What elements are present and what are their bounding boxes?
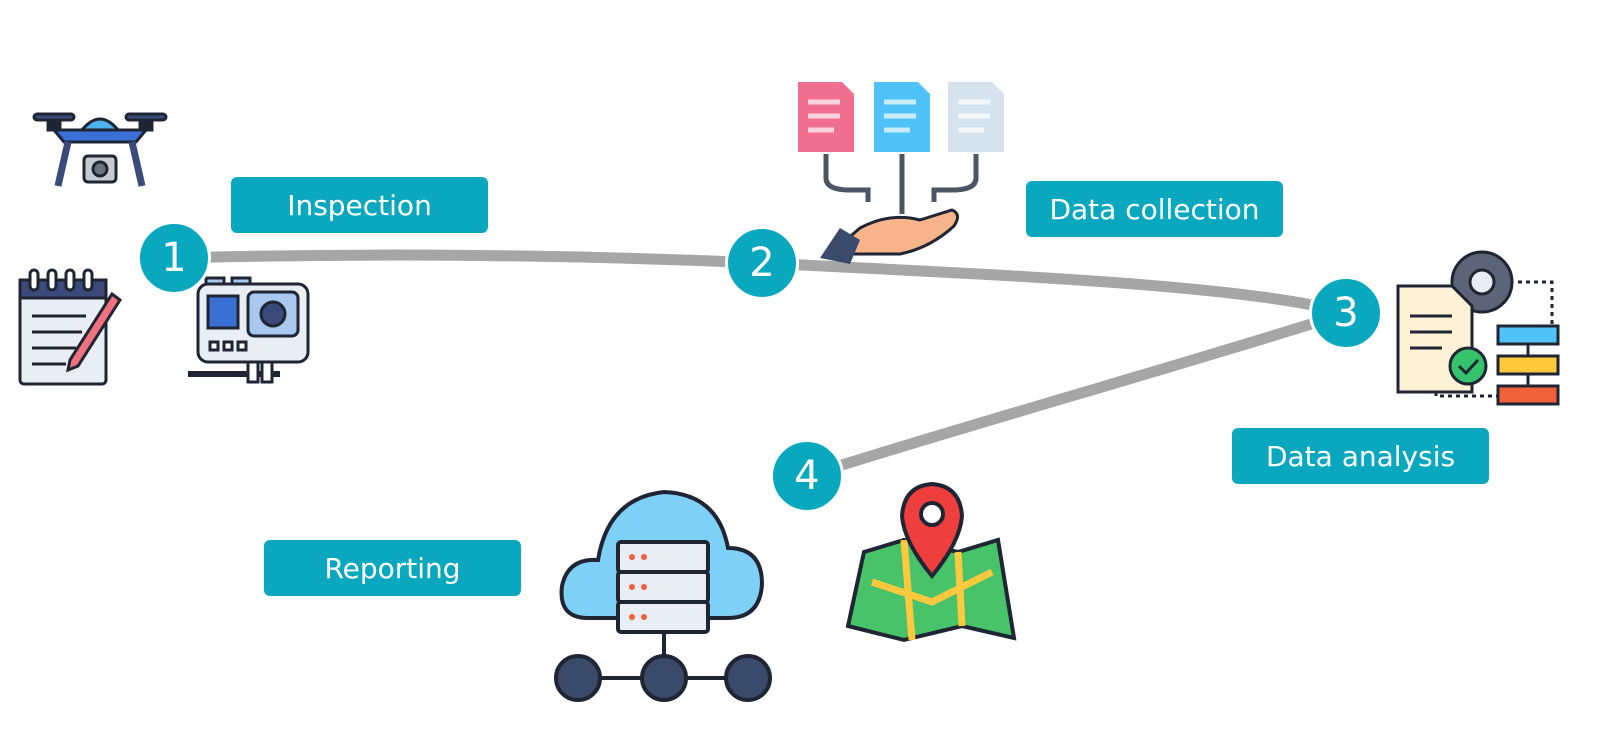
analysis-flowchart-icon	[1396, 250, 1560, 406]
step-4-marker: 4	[770, 439, 844, 513]
step-2-marker: 2	[725, 226, 799, 300]
action-camera-icon	[188, 276, 310, 384]
documents-hand-icon	[798, 82, 1004, 264]
drone-icon	[32, 112, 168, 187]
step-3-label: Data analysis	[1232, 428, 1489, 484]
step-4-label: Reporting	[264, 540, 521, 596]
step-2-label: Data collection	[1026, 181, 1283, 237]
cloud-server-icon	[554, 489, 772, 702]
step-3-marker: 3	[1309, 276, 1383, 350]
step-1-marker: 1	[137, 221, 211, 295]
notepad-icon	[18, 268, 122, 386]
step-1-label: Inspection	[231, 177, 488, 233]
map-pin-icon	[845, 482, 1017, 643]
